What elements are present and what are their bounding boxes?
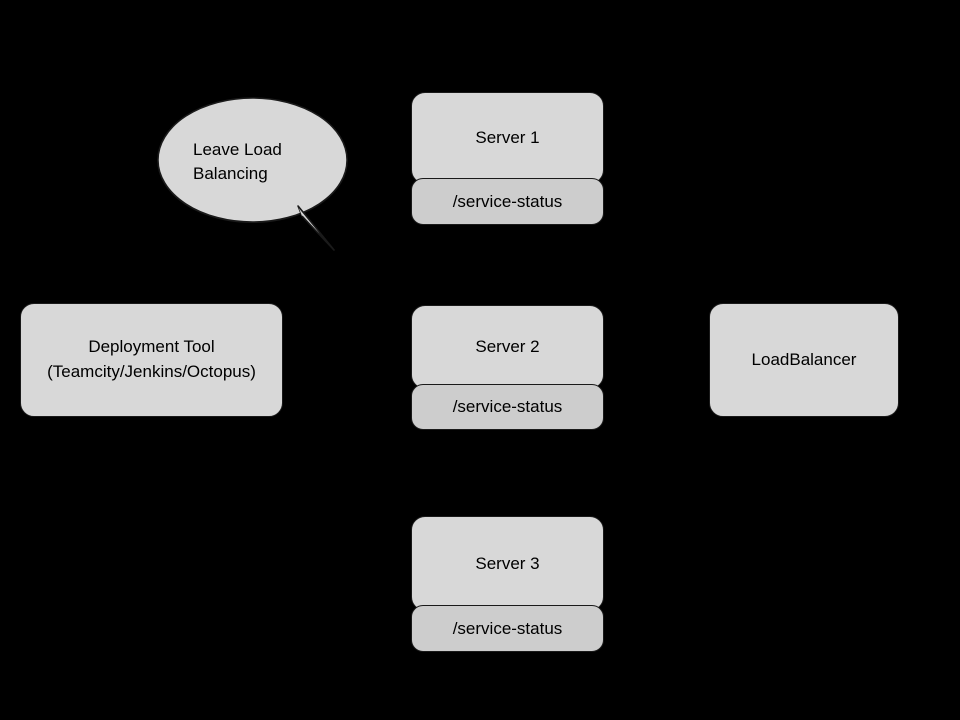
server-2-endpoint[interactable]: /service-status (411, 384, 604, 430)
node-server-1[interactable]: Server 1 /service-status (411, 92, 604, 225)
callout-bubble[interactable]: Leave Load Balancing (150, 90, 360, 265)
server-1-name: Server 1 (411, 92, 604, 184)
server-3-name: Server 3 (411, 516, 604, 611)
server-2-name: Server 2 (411, 305, 604, 389)
node-deployment-tool[interactable]: Deployment Tool (Teamcity/Jenkins/Octopu… (20, 303, 283, 417)
callout-label: Leave Load Balancing (193, 140, 282, 184)
node-load-balancer[interactable]: LoadBalancer (709, 303, 899, 417)
server-3-endpoint[interactable]: /service-status (411, 605, 604, 652)
callout-bubble-shape (157, 97, 348, 251)
server-1-endpoint[interactable]: /service-status (411, 178, 604, 225)
node-server-2[interactable]: Server 2 /service-status (411, 305, 604, 430)
node-server-3[interactable]: Server 3 /service-status (411, 516, 604, 652)
